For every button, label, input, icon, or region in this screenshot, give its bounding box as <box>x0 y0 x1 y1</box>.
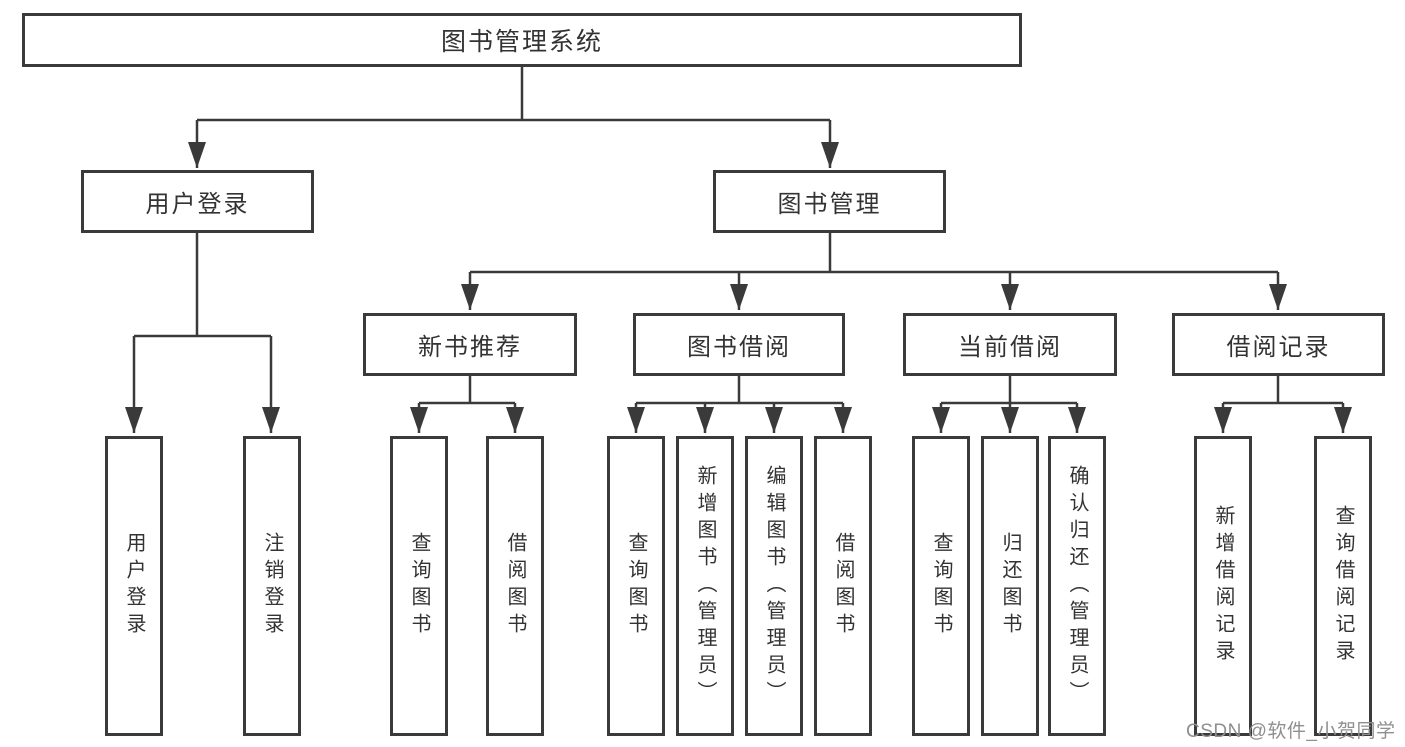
node-current-borrow-label: 当前借阅 <box>958 334 1062 361</box>
leaf-edit-book-admin: 编辑图书（管理员） <box>745 436 803 736</box>
leaf-recommend-borrow-books-label: 借阅图书 <box>504 532 526 640</box>
leaf-borrow-books: 借阅图书 <box>814 436 872 736</box>
leaf-borrow-books-label: 借阅图书 <box>832 532 854 640</box>
leaf-confirm-return-admin-label: 确认归还（管理员） <box>1066 464 1088 708</box>
root-connector <box>188 67 839 168</box>
node-book-borrow: 图书借阅 <box>633 313 845 376</box>
user-login-branch-connector <box>125 233 280 433</box>
leaf-recommend-query-books-label: 查询图书 <box>408 532 430 640</box>
leaf-logout: 注销登录 <box>243 436 301 736</box>
new-book-recommend-connector <box>410 376 524 433</box>
watermark: CSDN @软件_小贺同学 <box>1186 721 1396 742</box>
leaf-return-book: 归还图书 <box>981 436 1039 736</box>
node-new-book-recommend: 新书推荐 <box>363 313 577 376</box>
book-borrow-connector <box>627 376 852 433</box>
node-new-book-recommend-label: 新书推荐 <box>418 334 522 361</box>
leaf-query-borrow-record-label: 查询借阅记录 <box>1332 505 1354 667</box>
leaf-add-book-admin: 新增图书（管理员） <box>676 436 734 736</box>
node-user-login-label: 用户登录 <box>145 191 250 218</box>
node-book-management: 图书管理 <box>713 170 946 233</box>
node-current-borrow: 当前借阅 <box>903 313 1117 376</box>
leaf-user-login: 用户登录 <box>105 436 163 736</box>
leaf-edit-book-admin-label: 编辑图书（管理员） <box>763 464 785 708</box>
leaf-add-borrow-record-label: 新增借阅记录 <box>1212 505 1234 667</box>
leaf-borrow-query-books: 查询图书 <box>607 436 665 736</box>
leaf-current-query-books: 查询图书 <box>912 436 970 736</box>
leaf-current-query-books-label: 查询图书 <box>930 532 952 640</box>
book-management-branch-connector <box>461 233 1287 310</box>
leaf-confirm-return-admin: 确认归还（管理员） <box>1048 436 1106 736</box>
leaf-add-book-admin-label: 新增图书（管理员） <box>694 464 716 708</box>
node-book-borrow-label: 图书借阅 <box>687 334 791 361</box>
leaf-recommend-borrow-books: 借阅图书 <box>486 436 544 736</box>
leaf-logout-label: 注销登录 <box>261 532 283 640</box>
current-borrow-connector <box>932 376 1086 433</box>
leaf-borrow-query-books-label: 查询图书 <box>625 532 647 640</box>
leaf-query-borrow-record: 查询借阅记录 <box>1314 436 1372 736</box>
node-book-management-label: 图书管理 <box>777 191 882 218</box>
leaf-recommend-query-books: 查询图书 <box>390 436 448 736</box>
node-root-label: 图书管理系统 <box>440 28 603 56</box>
node-borrow-records: 借阅记录 <box>1172 313 1385 376</box>
node-borrow-records-label: 借阅记录 <box>1226 334 1331 361</box>
node-user-login: 用户登录 <box>81 170 314 233</box>
leaf-user-login-label: 用户登录 <box>123 532 145 640</box>
borrow-records-connector <box>1214 376 1352 433</box>
leaf-return-book-label: 归还图书 <box>999 532 1021 640</box>
node-root: 图书管理系统 <box>22 13 1022 67</box>
leaf-add-borrow-record: 新增借阅记录 <box>1194 436 1252 736</box>
